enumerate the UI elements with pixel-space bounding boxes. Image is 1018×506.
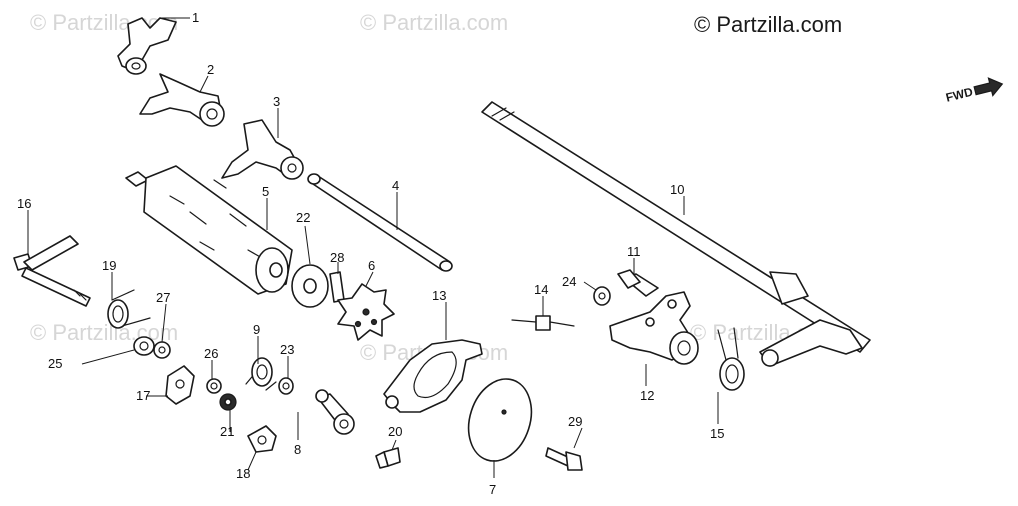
stopper-arm-8 (315, 389, 355, 435)
gearshift-spindle (481, 101, 871, 367)
fwd-arrow-icon: FWD (944, 77, 1004, 105)
callout-labels: 1 2 3 4 5 6 7 8 9 10 11 12 13 14 15 16 1… (17, 10, 724, 497)
callout-26: 26 (204, 346, 218, 361)
callout-29: 29 (568, 414, 582, 429)
callout-7: 7 (489, 482, 496, 497)
return-spring-15 (717, 327, 745, 391)
drum-stopper-plate (337, 283, 395, 341)
leader-lines (27, 17, 719, 478)
shift-fork-2 (139, 73, 225, 127)
callout-17: 17 (136, 388, 150, 403)
callout-19: 19 (102, 258, 116, 273)
callout-1: 1 (192, 10, 199, 25)
callout-28: 28 (330, 250, 344, 265)
bolt-20 (375, 447, 401, 469)
callout-24: 24 (562, 274, 576, 289)
callout-21: 21 (220, 424, 234, 439)
callout-10: 10 (670, 182, 684, 197)
callout-11: 11 (627, 244, 641, 259)
bracket-18 (247, 425, 277, 453)
callout-3: 3 (273, 94, 280, 109)
callout-20: 20 (388, 424, 402, 439)
callout-4: 4 (392, 178, 399, 193)
fwd-label: FWD (944, 85, 974, 105)
callout-22: 22 (296, 210, 310, 225)
pin-28 (329, 271, 345, 303)
shift-fork-shaft (307, 173, 453, 272)
copyright-label: © Partzilla.com (694, 12, 842, 37)
stopper-plate-13 (383, 339, 483, 413)
bolt-11 (617, 269, 659, 297)
callout-12: 12 (640, 388, 654, 403)
spring-19 (107, 289, 151, 329)
nut-21 (219, 393, 237, 411)
callout-5: 5 (262, 184, 269, 199)
gearshift-arm (609, 291, 699, 365)
callout-27: 27 (156, 290, 170, 305)
callout-6: 6 (368, 258, 375, 273)
shaft-16 (13, 235, 91, 307)
callout-8: 8 (294, 442, 301, 457)
shift-fork-1 (117, 17, 177, 75)
shift-fork-3 (221, 119, 304, 180)
callout-25: 25 (48, 356, 62, 371)
spring-9 (245, 357, 277, 391)
gasket-7 (467, 378, 533, 462)
watermark-3: © Partzilla.com (30, 320, 178, 345)
callout-18: 18 (236, 466, 250, 481)
collar-27 (153, 341, 171, 359)
washer-24 (593, 286, 611, 306)
watermark-2: © Partzilla.com (360, 10, 508, 35)
shift-drum (125, 165, 293, 295)
callout-16: 16 (17, 196, 31, 211)
washer-25 (133, 336, 155, 356)
callout-14: 14 (534, 282, 548, 297)
callout-9: 9 (253, 322, 260, 337)
callout-15: 15 (710, 426, 724, 441)
bolt-29 (545, 447, 583, 471)
washer-22 (291, 264, 329, 308)
callout-13: 13 (432, 288, 446, 303)
washer-23 (278, 377, 294, 395)
spring-14 (511, 315, 575, 331)
callout-2: 2 (207, 62, 214, 77)
nut-26 (206, 378, 222, 394)
callout-23: 23 (280, 342, 294, 357)
bracket-17 (165, 365, 195, 405)
